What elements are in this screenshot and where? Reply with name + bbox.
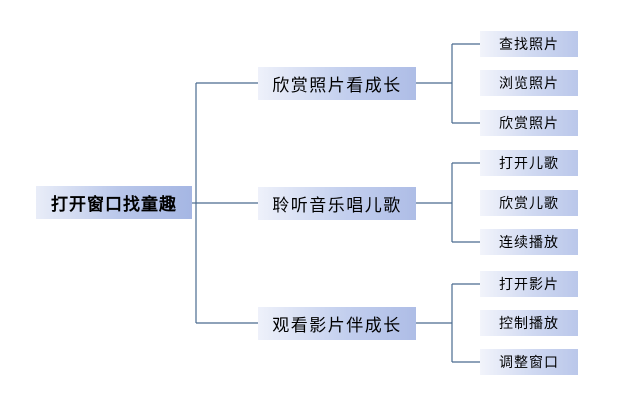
branch-3-connectors	[416, 283, 480, 363]
leaf-node-control-playback: 控制播放	[480, 310, 578, 336]
leaf-node-find-photos: 查找照片	[480, 31, 578, 57]
leaf-node-open-movie: 打开影片	[480, 271, 578, 297]
leaf-node-enjoy-songs: 欣赏儿歌	[480, 190, 578, 216]
leaf-node-open-songs: 打开儿歌	[480, 150, 578, 176]
branch-1-connectors	[416, 43, 480, 124]
root-connectors	[192, 82, 258, 324]
leaf-node-adjust-window: 调整窗口	[480, 349, 578, 375]
branch-2-connectors	[416, 162, 480, 243]
root-node: 打开窗口找童趣	[36, 186, 192, 219]
branch-node-songs: 聆听音乐唱儿歌	[258, 187, 416, 220]
leaf-node-browse-photos: 浏览照片	[480, 70, 578, 96]
branch-node-movies: 观看影片伴成长	[258, 307, 416, 340]
branch-node-photos: 欣赏照片看成长	[258, 67, 416, 100]
leaf-node-continuous-play: 连续播放	[480, 229, 578, 255]
leaf-node-enjoy-photos: 欣赏照片	[480, 110, 578, 136]
